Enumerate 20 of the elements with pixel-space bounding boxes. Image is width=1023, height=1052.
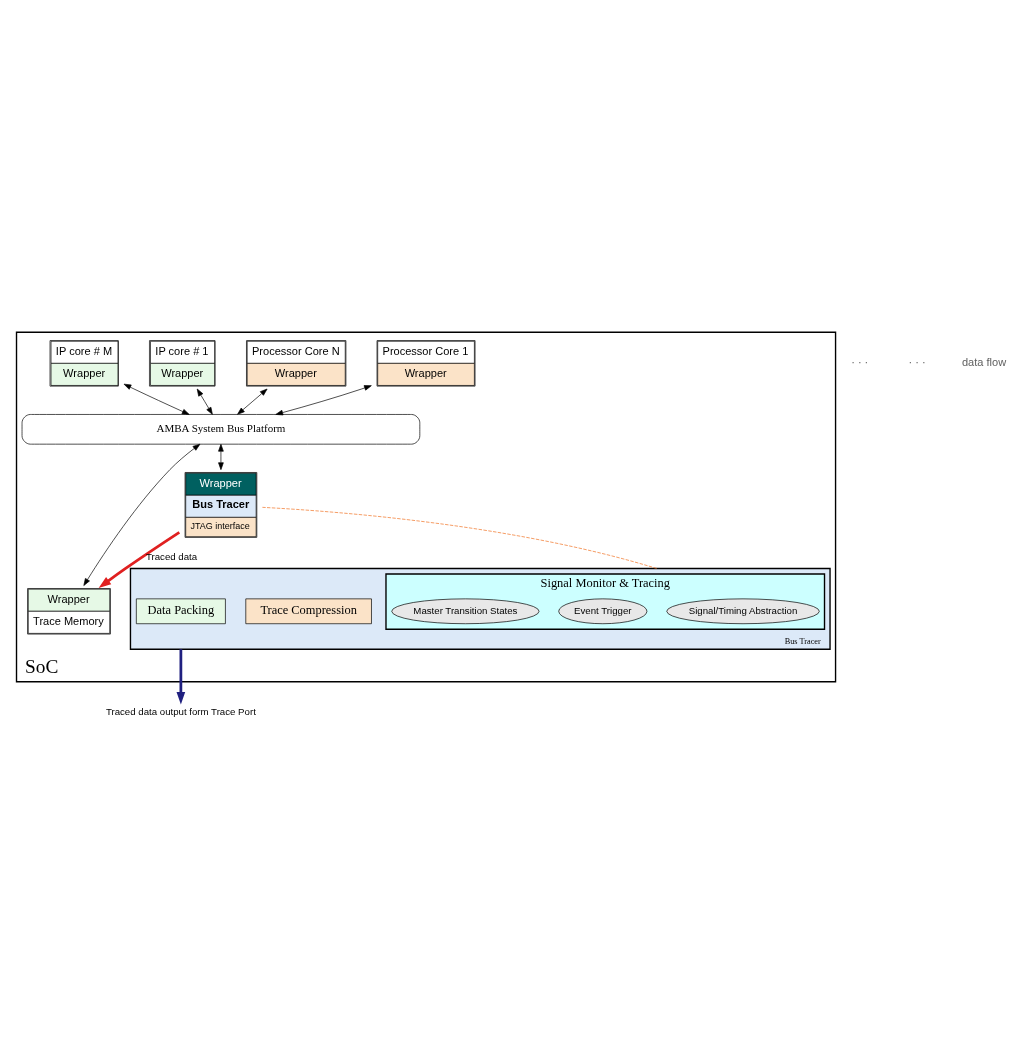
arrow <box>123 383 190 415</box>
node-ellipse: Signal/Timing Abstraction <box>666 598 820 625</box>
node-box: AMBA System Bus Platform <box>21 414 421 445</box>
node-ellipse: Event Trigger <box>558 598 648 625</box>
node-box: Data Packing <box>136 598 226 625</box>
arrow <box>83 443 201 586</box>
arrow <box>275 385 372 416</box>
connector <box>262 507 658 569</box>
label: · · · <box>908 355 926 368</box>
arrow <box>196 388 213 415</box>
node-box: Trace Compression <box>245 598 372 625</box>
arrow <box>98 531 181 589</box>
edge-label: Traced data <box>145 551 198 563</box>
node-ellipse: Master Transition States <box>391 598 540 625</box>
arrow <box>218 443 224 470</box>
label: · · · <box>851 355 869 368</box>
node-text: Traced data output form Trace Port <box>105 706 256 718</box>
arrow <box>237 388 268 415</box>
label: data flow <box>961 355 1007 368</box>
arrow <box>176 649 186 705</box>
